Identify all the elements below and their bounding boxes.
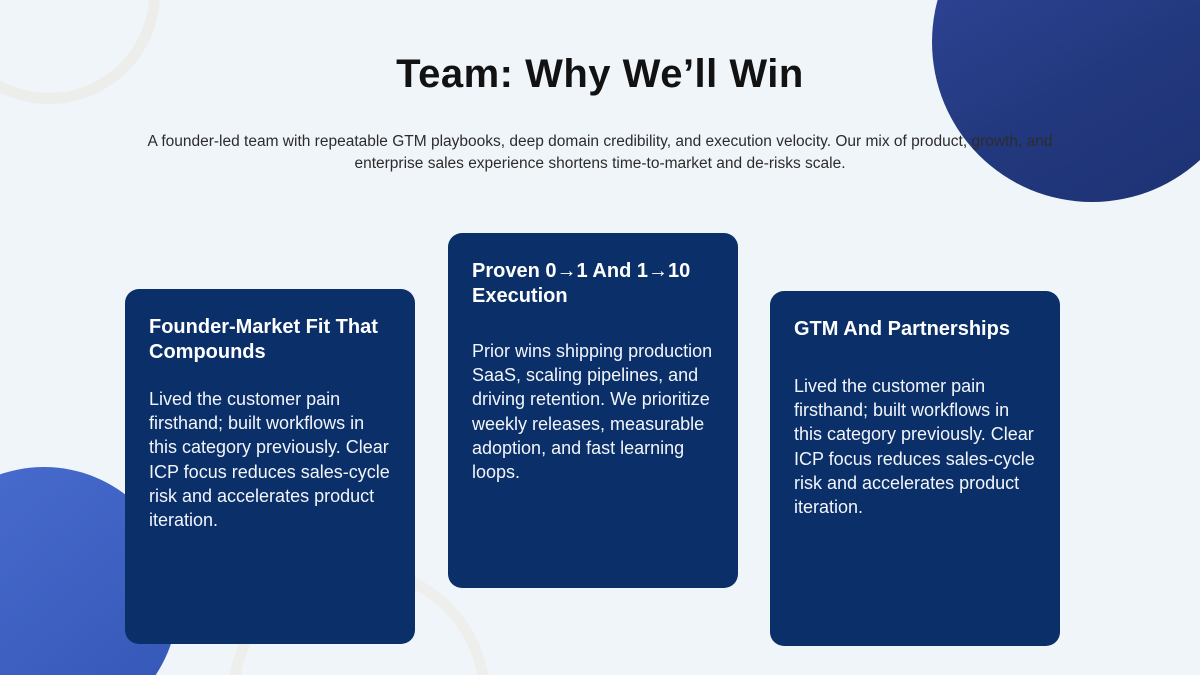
- card-title: Proven 0→1 And 1→10 Execution: [472, 260, 691, 307]
- card-body: Lived the customer pain firsthand; built…: [149, 389, 390, 531]
- pillar-card-proven-execution: Proven 0→1 And 1→10 Execution Prior wins…: [448, 233, 738, 588]
- pillar-card-gtm-partnerships: GTM And Partnerships Lived the customer …: [770, 291, 1060, 646]
- card-title: GTM And Partnerships: [794, 318, 1010, 340]
- card-body: Prior wins shipping production SaaS, sca…: [472, 341, 713, 483]
- card-title: Founder-Market Fit That Compounds: [149, 316, 378, 363]
- card-body: Lived the customer pain firsthand; built…: [794, 376, 1035, 518]
- page-title: Team: Why We’ll Win: [396, 52, 804, 96]
- pillar-card-founder-market-fit: Founder-Market Fit That Compounds Lived …: [125, 289, 415, 644]
- slide-subtitle: A founder-led team with repeatable GTM p…: [147, 133, 1053, 172]
